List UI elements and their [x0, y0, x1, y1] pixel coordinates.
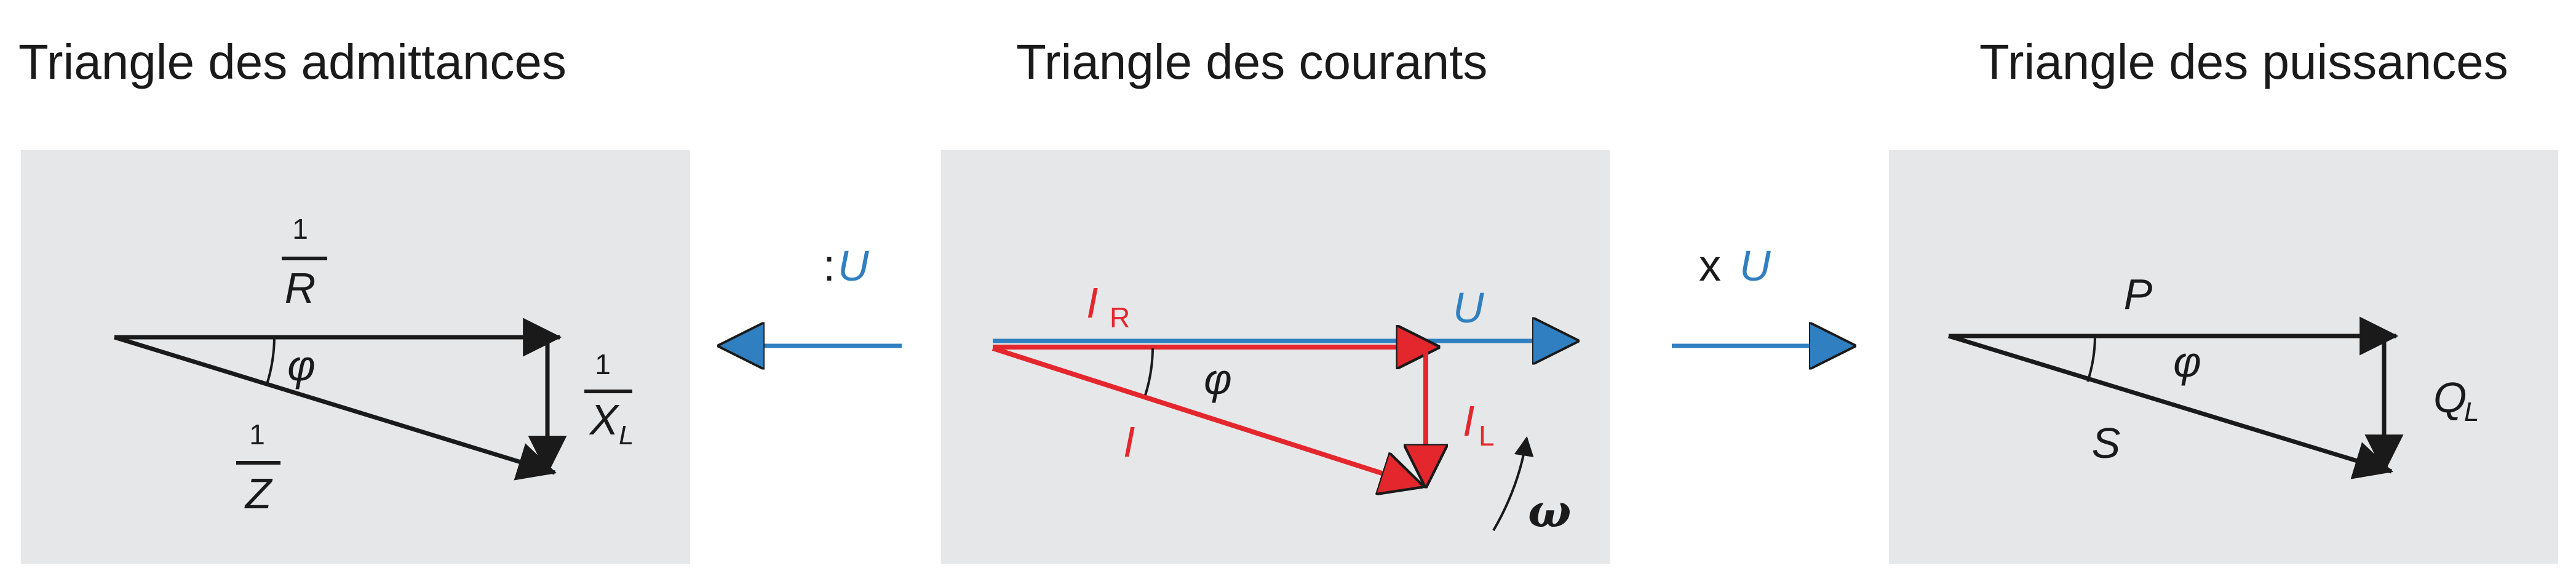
- title-courants: Triangle des courants: [1016, 34, 1487, 89]
- vector-one-over-z: [113, 335, 557, 481]
- admittance-triangle: φ 1 R 1 X L 1 Z: [113, 213, 634, 518]
- label-one-over-xl-num: 1: [595, 348, 611, 380]
- rotation-arrow-omega: [1492, 436, 1534, 532]
- label-phi-power: φ: [2173, 338, 2201, 386]
- current-triangle: φ I R U I L I ω: [992, 279, 1577, 538]
- panel-admittances: [21, 150, 690, 564]
- panel-courants: [941, 150, 1610, 564]
- label-u: U: [1453, 284, 1484, 332]
- vector-i: [992, 346, 1422, 486]
- label-p: P: [2124, 270, 2153, 318]
- label-i: I: [1123, 418, 1135, 466]
- power-triangle: φ P Q L S: [1947, 270, 2479, 479]
- angle-arc-current: [1144, 348, 1154, 396]
- label-one-over-z-den: Z: [244, 470, 273, 518]
- vector-s: [1947, 334, 2394, 479]
- title-puissances: Triangle des puissances: [1979, 34, 2508, 89]
- label-phi-current: φ: [1204, 355, 1232, 403]
- label-one-over-xl-den: X: [589, 396, 620, 444]
- label-ql-sub: L: [2464, 397, 2479, 427]
- label-one-over-r-den: R: [285, 264, 316, 312]
- operator-multiply-symbol: x: [1699, 241, 1721, 290]
- label-one-over-z-num: 1: [249, 418, 265, 450]
- label-one-over-r-num: 1: [292, 213, 308, 245]
- label-phi-admittance: φ: [287, 342, 316, 390]
- angle-arc-power: [2086, 335, 2096, 382]
- label-ir-sub: R: [1110, 302, 1130, 334]
- operator-divide-by-u: : U: [720, 241, 902, 346]
- operator-divide-symbol: :: [823, 241, 835, 290]
- label-ir: I: [1086, 279, 1098, 327]
- label-s: S: [2092, 419, 2121, 467]
- angle-arc-admittance: [266, 337, 276, 385]
- operator-multiply-var: U: [1739, 242, 1771, 290]
- label-ql: Q: [2433, 374, 2467, 422]
- label-il: I: [1463, 397, 1474, 445]
- operator-multiply-by-u: x U: [1672, 241, 1854, 346]
- label-omega: ω: [1528, 485, 1571, 538]
- label-one-over-xl-sub: L: [619, 420, 634, 450]
- panel-puissances: [1889, 150, 2558, 564]
- operator-divide-var: U: [838, 242, 869, 290]
- label-il-sub: L: [1479, 420, 1495, 452]
- title-admittances: Triangle des admittances: [18, 34, 566, 89]
